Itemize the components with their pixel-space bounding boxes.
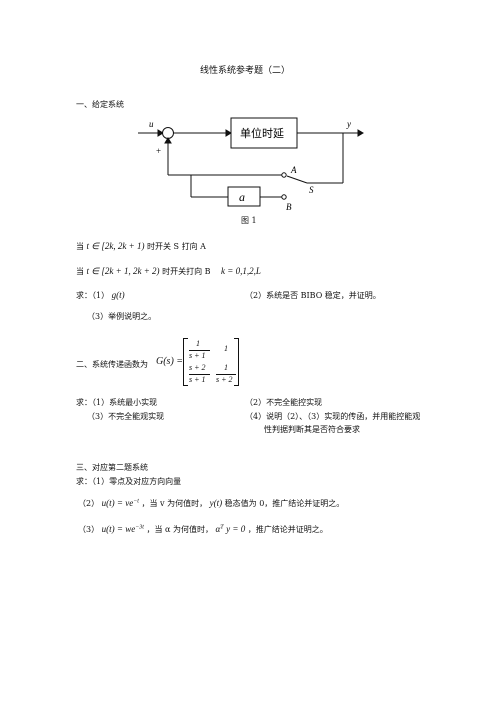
q3-ask3-transpose: T: [220, 524, 224, 531]
q2-ask4-line2: 性判据判断其是否符合要求: [264, 425, 360, 434]
condition-a-pre: 当: [76, 242, 84, 251]
matrix-right-bracket: [234, 338, 239, 386]
q3-ask3-alpha: α: [215, 524, 221, 534]
q3-ask2-y: y(t): [209, 498, 223, 508]
switch-a-label: A: [290, 165, 297, 175]
gain-label: a: [239, 190, 245, 204]
condition-a: 当 t ∈ [2k, 2k + 1) 时开关 S 打向 A: [76, 241, 206, 252]
m22-num: 1: [224, 363, 228, 372]
m11-fraction-line: [189, 350, 210, 351]
q1-ask3: （3）举例说明之。: [87, 312, 157, 321]
q1-heading: 一、给定系统: [76, 100, 124, 109]
block-diagram: u y + 单位时延 a A B S: [138, 117, 364, 212]
q3-ask2-post: 稳态值为 0，推广结论并证明之。: [224, 499, 345, 508]
q1-ask1: 求：（1） g(t): [76, 290, 125, 301]
condition-b-post: 时开关打向 B: [162, 267, 211, 276]
q3-ask3-eq: y = 0: [226, 524, 246, 534]
condition-b: 当 t ∈ [2k + 1, 2k + 2) 时开关打向 B k = 0,1,2…: [76, 266, 261, 277]
delay-label: 单位时延: [240, 126, 284, 140]
q2-ask4-line1: （4）说明（2）、（3）实现的传函，并用能控能观: [245, 412, 421, 421]
condition-b-pre: 当: [76, 267, 84, 276]
page-title: 线性系统参考题（二）: [200, 66, 291, 76]
condition-b-math: t ∈ [2k + 1, 2k + 2): [86, 266, 160, 276]
q3-ask3-mid: ，当 α 为何值时，: [146, 525, 213, 534]
plus-sign: +: [156, 146, 161, 156]
matrix-left-bracket: [183, 338, 188, 386]
m21-num: s + 2: [189, 363, 206, 372]
q1-ask2: （2）系统是否 BIBO 稳定，并证明。: [245, 291, 381, 300]
switch-contact-a: [281, 172, 287, 178]
m21-den: s + 1: [189, 375, 206, 384]
q2-prefix: 二、系统传递函数为: [76, 360, 148, 369]
q3-ask2-exponent: −t: [133, 498, 139, 505]
q2-ask2: （2）不完全能控实现: [245, 398, 323, 407]
delay-block: [230, 117, 298, 149]
q1-ask1-math: g(t): [111, 290, 125, 300]
q2-ask1: 求：（1）系统最小实现: [76, 398, 158, 407]
q3-ask3-math: u(t) = we: [101, 524, 136, 534]
input-label: u: [149, 119, 154, 129]
summing-junction: [162, 127, 174, 139]
q3-ask2: （2） u(t) = ve−t ，当 v 为何值时， y(t) 稳态值为 0，推…: [78, 498, 344, 509]
q3-ask3-exponent: −3t: [135, 524, 144, 531]
q3-ask2-mid: ，当 v 为何值时，: [141, 499, 208, 508]
q2-ask3: （3）不完全能观实现: [87, 412, 165, 421]
q3-ask3-post: ，推广结论并证明之。: [247, 525, 328, 534]
condition-a-math: t ∈ [2k, 2k + 1): [86, 241, 145, 251]
switch-contact-b: [281, 194, 287, 200]
m12: 1: [224, 344, 228, 353]
m11-num: 1: [196, 339, 200, 348]
q3-ask3: （3） u(t) = we−3t ，当 α 为何值时， αT y = 0 ，推广…: [78, 524, 328, 535]
q3-ask3-label: （3）: [78, 525, 100, 534]
q3-ask1: 求：（1）零点及对应方向向量: [76, 477, 182, 486]
figure-caption: 图 1: [241, 216, 257, 225]
m11-den: s + 1: [189, 351, 206, 360]
q3-ask2-math: u(t) = ve: [101, 498, 134, 508]
q3-heading: 三、对应第二题系统: [76, 463, 148, 472]
condition-b-k: k = 0,1,2,L: [221, 266, 261, 276]
output-label: y: [346, 119, 351, 129]
condition-a-post: 时开关 S 打向 A: [147, 242, 206, 251]
switch-s-label: S: [309, 185, 314, 195]
q1-ask1-label: 求：（1）: [76, 291, 110, 300]
q3-ask2-label: （2）: [78, 499, 100, 508]
q2-G-label: G(s) =: [156, 356, 184, 367]
m22-den: s + 2: [216, 375, 233, 384]
m22-fraction-line: [216, 374, 236, 375]
switch-b-label: B: [286, 202, 292, 212]
m21-fraction-line: [189, 374, 210, 375]
